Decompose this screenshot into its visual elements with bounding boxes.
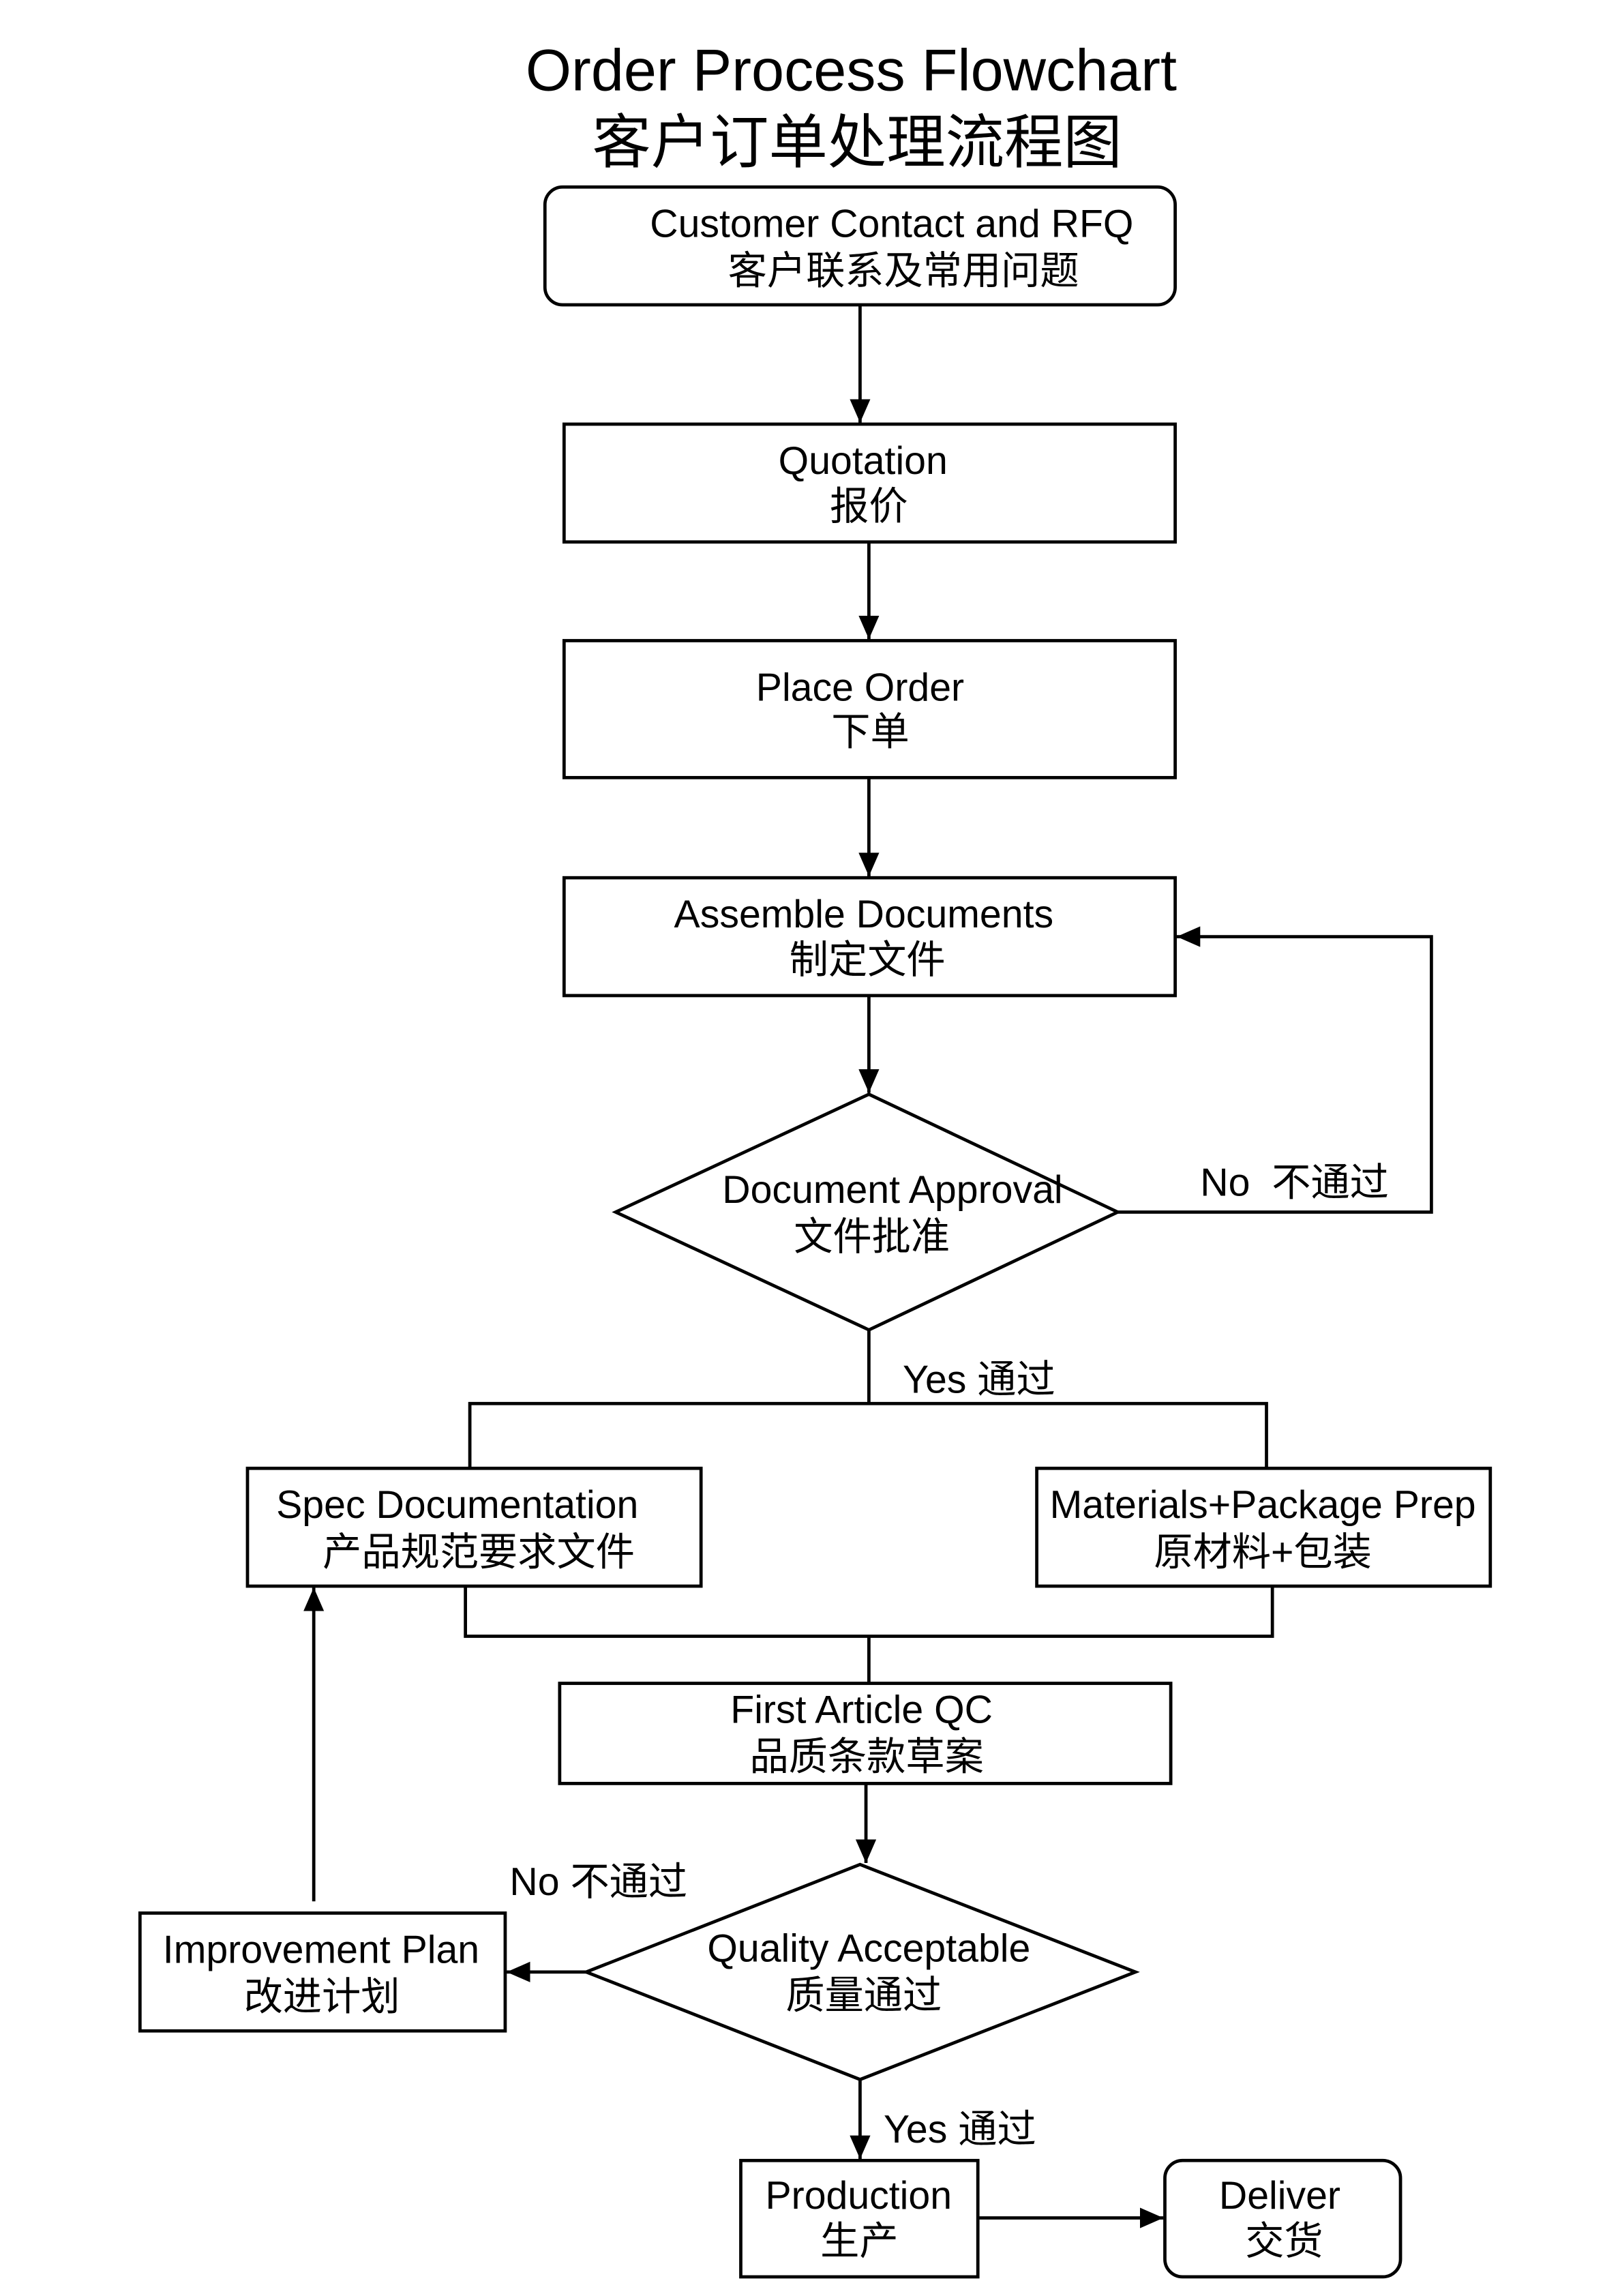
node-document-approval: Document Approval 文件批准	[612, 1092, 1122, 1332]
node-document-approval-diamond	[612, 1092, 1122, 1332]
node-spec-documentation: Spec Documentation 产品规范要求文件	[245, 1466, 703, 1588]
edge-document-approval-no	[1118, 926, 1433, 1214]
node-materials-package-prep-label-cn: 原材料+包装	[1154, 1530, 1372, 1574]
title-chinese: 客户订单处理流程图	[592, 110, 1122, 175]
flowchart-title: Order Process Flowchart 客户订单处理流程图	[526, 38, 1177, 176]
node-spec-documentation-label-cn: 产品规范要求文件	[322, 1530, 635, 1574]
node-quotation-label-cn: 报价	[830, 485, 907, 528]
edge-label-quality-acceptable-no: No 不通过	[509, 1860, 687, 1904]
node-production-box	[739, 2158, 980, 2279]
node-production: Production 生产	[739, 2158, 980, 2279]
node-place-order-label-cn: 下单	[831, 710, 909, 754]
node-first-article-qc-label-cn: 品质条款草案	[749, 1735, 983, 1779]
node-production-label-en: Production	[765, 2174, 952, 2218]
node-assemble-documents-box	[562, 876, 1177, 998]
node-materials-package-prep-label-en: Materials+Package Prep	[1050, 1483, 1476, 1527]
node-improvement-plan-label-en: Improvement Plan	[163, 1928, 479, 1971]
node-assemble-documents: Assemble Documents 制定文件	[562, 876, 1177, 998]
node-quotation: Quotation 报价	[562, 422, 1177, 544]
node-deliver-label-cn: 交货	[1245, 2220, 1323, 2263]
node-materials-package-prep-box	[1035, 1466, 1492, 1588]
node-quotation-label-en: Quotation	[779, 439, 948, 483]
node-quality-acceptable-label-en: Quality Acceptable	[707, 1926, 1030, 1970]
node-improvement-plan-box	[138, 1911, 507, 2033]
node-document-approval-label-en: Document Approval	[722, 1168, 1062, 1212]
node-quotation-box	[562, 422, 1177, 544]
edge-label-quality-acceptable-yes: Yes 通过	[884, 2108, 1036, 2151]
node-first-article-qc-box	[558, 1682, 1173, 1785]
edge-split-to-parallel-tasks	[468, 1401, 1268, 1469]
edge-label-document-approval-yes: Yes 通过	[903, 1358, 1055, 1402]
node-deliver-label-en: Deliver	[1219, 2174, 1340, 2218]
node-place-order-label-en: Place Order	[756, 666, 964, 710]
node-spec-documentation-label-en: Spec Documentation	[276, 1483, 638, 1527]
node-improvement-plan: Improvement Plan 改进计划	[138, 1911, 507, 2033]
node-assemble-documents-label-cn: 制定文件	[790, 938, 946, 982]
node-assemble-documents-label-en: Assemble Documents	[674, 893, 1054, 936]
edge-label-document-approval-no: No 不通过	[1200, 1161, 1389, 1204]
node-improvement-plan-label-cn: 改进计划	[244, 1976, 400, 2019]
title-english: Order Process Flowchart	[526, 38, 1177, 104]
node-quality-acceptable: Quality Acceptable 质量通过	[582, 1862, 1140, 2082]
node-materials-package-prep: Materials+Package Prep 原材料+包装	[1035, 1466, 1492, 1588]
node-document-approval-label-cn: 文件批准	[794, 1215, 950, 1259]
edge-merge-parallel-tasks	[464, 1586, 1274, 1638]
node-first-article-qc: First Article QC 品质条款草案	[558, 1682, 1173, 1785]
node-first-article-qc-label-en: First Article QC	[730, 1688, 993, 1731]
node-spec-documentation-box	[245, 1466, 703, 1588]
node-place-order: Place Order 下单	[562, 639, 1177, 779]
node-quality-acceptable-label-cn: 质量通过	[785, 1973, 942, 2017]
node-production-label-cn: 生产	[820, 2220, 898, 2263]
node-deliver-box	[1163, 2158, 1402, 2279]
node-deliver: Deliver 交货	[1163, 2158, 1402, 2279]
node-customer-contact-label-en: Customer Contact and RFQ	[650, 202, 1133, 245]
node-customer-contact: Customer Contact and RFQ 客户联系及常用问题	[543, 185, 1177, 307]
node-customer-contact-label-cn: 客户联系及常用问题	[728, 249, 1079, 293]
